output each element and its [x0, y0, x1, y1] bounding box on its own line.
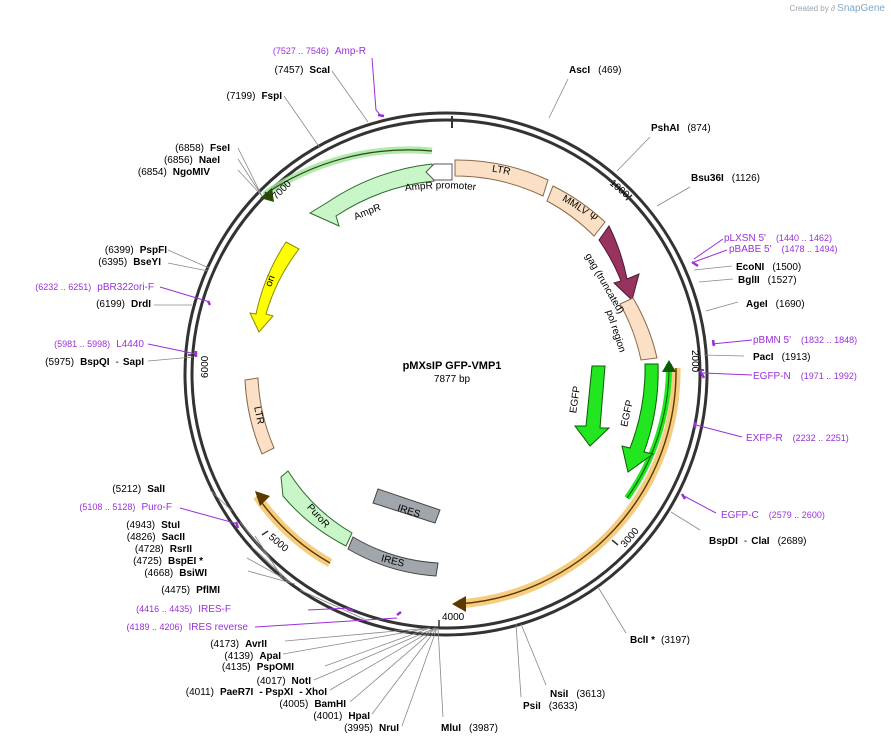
feature-ampr-promoter: [425, 163, 453, 181]
tick-label-4000: 4000: [442, 612, 465, 623]
svg-text:(4135)PspOMI: (4135)PspOMI: [222, 662, 294, 673]
svg-text:(5108 .. 5128)Puro-F: (5108 .. 5128)Puro-F: [79, 502, 172, 513]
svg-text:Bsu36I(1126): Bsu36I(1126): [691, 173, 760, 184]
svg-text:AmpR promoter: AmpR promoter: [404, 180, 477, 194]
svg-text:EGFP-C(2579 .. 2600): EGFP-C(2579 .. 2600): [721, 510, 825, 521]
snapgene-logo-icon: ∂: [830, 4, 835, 13]
svg-text:AmpR: AmpR: [352, 202, 382, 223]
svg-text:(3995)NruI: (3995)NruI: [344, 723, 399, 734]
svg-text:(4005)BamHI: (4005)BamHI: [279, 699, 346, 710]
enzyme-leader-lines: [147, 70, 745, 727]
tick-label-2000: 2000: [689, 350, 700, 373]
svg-text:AscI(469): AscI(469): [569, 65, 621, 76]
svg-text:(6856)NaeI: (6856)NaeI: [164, 155, 220, 166]
svg-text:pBABE 5'(1478 .. 1494): pBABE 5'(1478 .. 1494): [729, 244, 838, 255]
svg-text:(6232 .. 6251)pBR322ori-F: (6232 .. 6251)pBR322ori-F: [35, 282, 154, 293]
svg-text:NsiI(3613): NsiI(3613): [550, 689, 605, 700]
svg-text:(6395)BseYI: (6395)BseYI: [98, 257, 161, 268]
svg-text:(6199)DrdI: (6199)DrdI: [96, 299, 151, 310]
feature-label-ori: ori: [264, 274, 278, 288]
svg-text:(5212)SalI: (5212)SalI: [112, 484, 165, 495]
svg-text:(4668)BsiWI: (4668)BsiWI: [144, 568, 207, 579]
svg-text:EGFP-N(1971 .. 1992): EGFP-N(1971 .. 1992): [753, 371, 857, 382]
features: [244, 159, 659, 577]
feature-ires-right: [372, 488, 441, 524]
svg-text:PshAI(874): PshAI(874): [651, 123, 711, 134]
primer-labels: (7527 .. 7546)Amp-R pLXSN 5'(1440 .. 146…: [35, 46, 857, 633]
svg-text:(6399)PspFI: (6399)PspFI: [105, 245, 167, 256]
svg-text:(4011)PaeR7I- PspXI- XhoI: (4011)PaeR7I- PspXI- XhoI: [186, 687, 327, 698]
enzyme-labels: AscI(469) PshAI(874) Bsu36I(1126) EcoNI(…: [45, 65, 810, 734]
svg-text:PsiI(3633): PsiI(3633): [523, 701, 578, 712]
svg-text:(4139)ApaI: (4139)ApaI: [224, 651, 281, 662]
svg-text:(4001)HpaI: (4001)HpaI: [313, 711, 370, 722]
feature-label-ltr-left: LTR: [251, 405, 266, 425]
feature-mmlv-psi: [546, 185, 606, 237]
feature-label-pol: pol region: [603, 309, 627, 354]
svg-text:(7527 .. 7546)Amp-R: (7527 .. 7546)Amp-R: [273, 46, 366, 57]
backbone: [183, 111, 709, 637]
orf-highlight-arc: [253, 146, 681, 612]
snapgene-watermark: Created by ∂ SnapGene: [790, 3, 885, 14]
feature-puror: [280, 470, 353, 547]
svg-text:(7457)ScaI: (7457)ScaI: [275, 65, 331, 76]
svg-text:(4826)SacII: (4826)SacII: [127, 532, 185, 543]
plasmid-name: pMXsIP GFP-VMP1: [403, 360, 502, 372]
svg-text:(7199)FspI: (7199)FspI: [227, 91, 283, 102]
feature-ori: [249, 241, 300, 333]
svg-text:(6854)NgoMIV: (6854)NgoMIV: [138, 167, 210, 178]
feature-pol: [619, 297, 658, 361]
svg-text:pBMN 5'(1832 .. 1848): pBMN 5'(1832 .. 1848): [753, 335, 857, 346]
feature-egfp-left: [574, 365, 611, 447]
svg-text:(4173)AvrII: (4173)AvrII: [210, 639, 267, 650]
svg-text:AgeI(1690): AgeI(1690): [746, 299, 805, 310]
svg-text:(4017)NotI: (4017)NotI: [257, 676, 312, 687]
feature-label-ltr-right: LTR: [491, 164, 511, 178]
svg-text:(5981 .. 5998)L4440: (5981 .. 5998)L4440: [54, 339, 144, 350]
feature-ires-bottom: [347, 536, 439, 577]
svg-text:pLXSN 5'(1440 .. 1462): pLXSN 5'(1440 .. 1462): [724, 233, 832, 244]
feature-egfp-right: [621, 363, 659, 473]
watermark-brand: SnapGene: [837, 3, 885, 14]
svg-text:(4725)BspEI *: (4725)BspEI *: [133, 556, 203, 567]
feature-label-egfp-left: EGFP: [568, 385, 583, 414]
feature-ltr-right: [454, 159, 549, 197]
svg-text:PacI(1913): PacI(1913): [753, 352, 810, 363]
feature-label-ampr-promoter: AmpR promoter: [404, 180, 477, 194]
svg-text:(6858)FseI: (6858)FseI: [175, 143, 230, 154]
feature-ltr-left: [244, 377, 275, 455]
watermark-prefix: Created by: [789, 4, 829, 13]
primer-marks: [147, 57, 753, 628]
svg-text:LTR: LTR: [491, 164, 511, 178]
svg-text:BglII(1527): BglII(1527): [738, 275, 797, 286]
svg-text:(4416 .. 4435)IRES-F: (4416 .. 4435)IRES-F: [136, 604, 231, 615]
svg-text:(5975)BspQI-SapI: (5975)BspQI-SapI: [45, 357, 144, 368]
svg-text:BspDI-ClaI(2689): BspDI-ClaI(2689): [709, 536, 807, 547]
svg-text:EXFP-R(2232 .. 2251): EXFP-R(2232 .. 2251): [746, 433, 849, 444]
svg-text:BclI *(3197): BclI *(3197): [630, 635, 690, 646]
svg-text:(4189 .. 4206)IRES reverse: (4189 .. 4206)IRES reverse: [126, 622, 248, 633]
svg-text:(4728)RsrII: (4728)RsrII: [135, 544, 192, 555]
plasmid-size: 7877 bp: [434, 374, 471, 385]
tick-label-6000: 6000: [200, 355, 211, 378]
svg-text:EcoNI(1500): EcoNI(1500): [736, 262, 801, 273]
svg-text:(4943)StuI: (4943)StuI: [126, 520, 180, 531]
feature-ampr: [308, 163, 435, 227]
svg-text:MluI(3987): MluI(3987): [441, 723, 498, 734]
feature-label-ampr: AmpR: [352, 202, 382, 223]
feature-label-egfp-right: EGFP: [619, 399, 635, 428]
svg-text:(4475)PflMI: (4475)PflMI: [161, 585, 220, 596]
